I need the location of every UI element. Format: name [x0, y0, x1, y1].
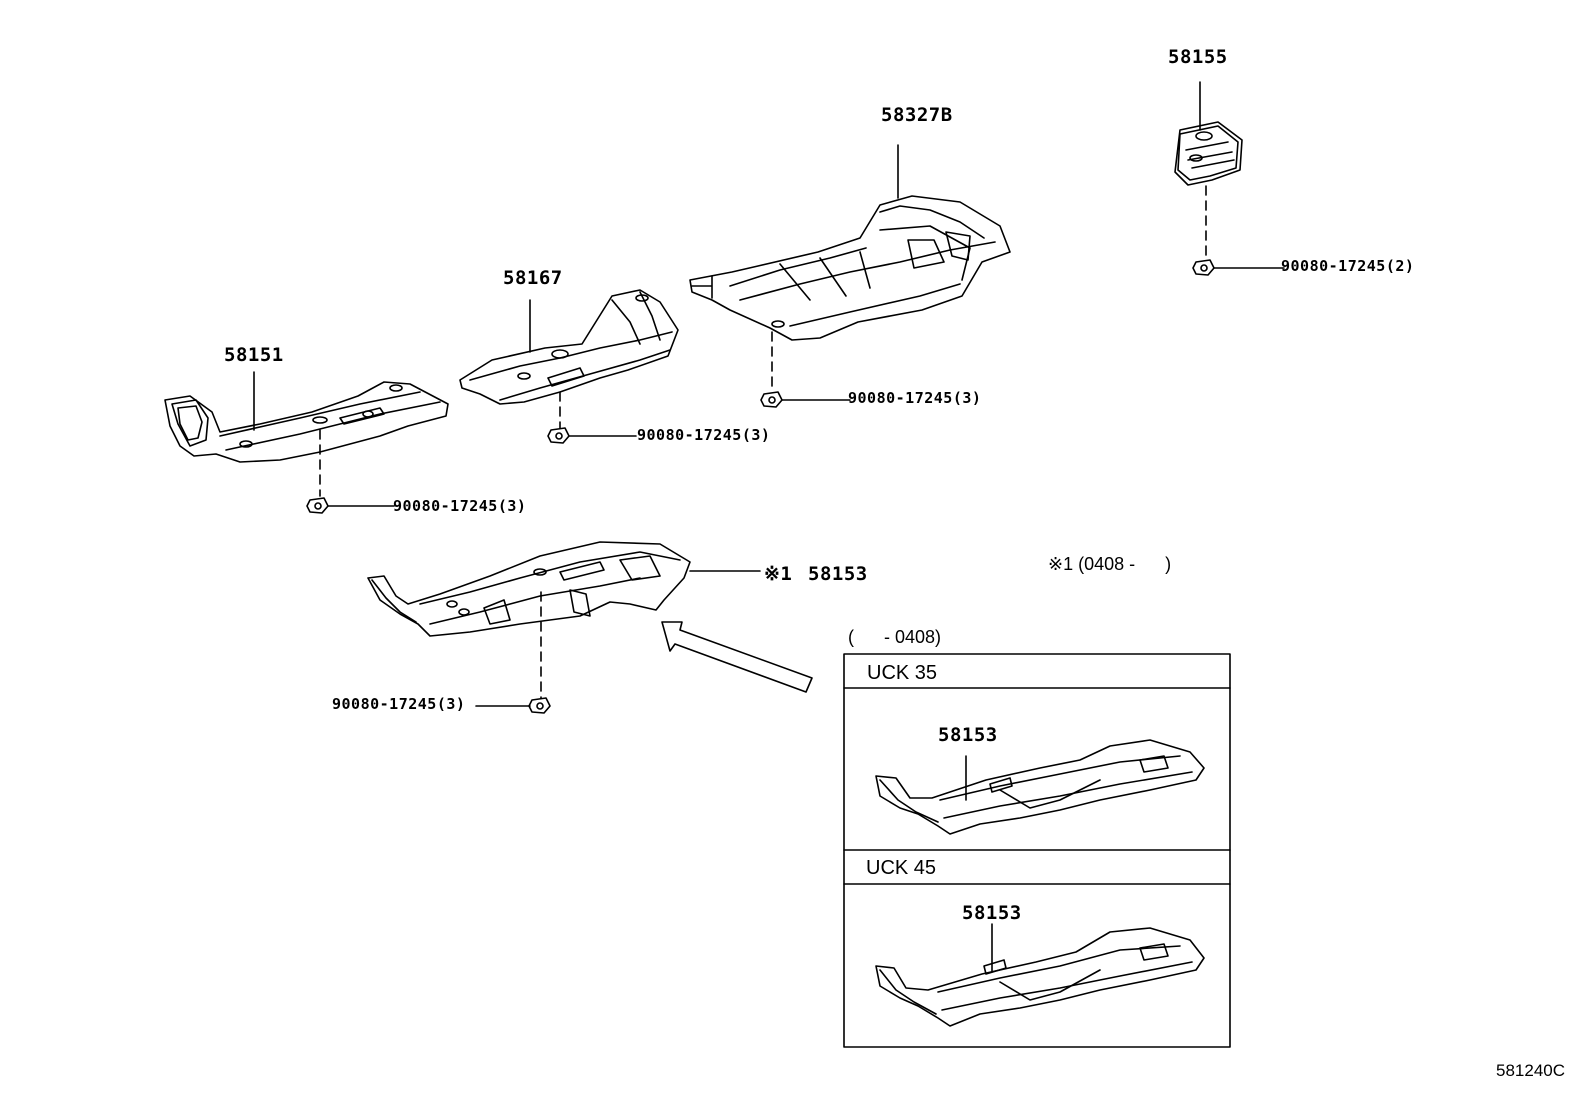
part-58153-uck45-shape — [875, 927, 1205, 1027]
fastener-label-58151[interactable]: 90080-17245(3) — [393, 497, 527, 515]
fastener-label-58167[interactable]: 90080-17245(3) — [637, 426, 771, 444]
part-label-58327b[interactable]: 58327B — [881, 104, 953, 126]
nut-58167 — [547, 427, 570, 444]
variant-title-uck45: UCK 45 — [866, 857, 937, 879]
part-label-58155[interactable]: 58155 — [1168, 46, 1228, 68]
nut-58153 — [528, 697, 551, 714]
arrow-to-58153 — [661, 621, 813, 693]
part-58153-shape — [367, 541, 691, 637]
part-58167-shape — [459, 289, 679, 405]
part-label-58153-uck45[interactable]: 58153 — [962, 902, 1022, 924]
part-label-58151[interactable]: 58151 — [224, 344, 284, 366]
note-range-left: ( - 0408) — [848, 627, 942, 647]
mark-note-1: ※1 — [764, 563, 793, 585]
part-58151-shape — [164, 381, 449, 463]
nut-58155 — [1192, 259, 1215, 276]
part-58155-shape — [1174, 121, 1243, 186]
fastener-label-58327b[interactable]: 90080-17245(3) — [848, 389, 982, 407]
diagram-code: 581240C — [1496, 1061, 1566, 1080]
part-label-58153-uck35[interactable]: 58153 — [938, 724, 998, 746]
part-58327b-shape — [689, 195, 1011, 341]
note-range-right: ※1 (0408 - ) — [1048, 554, 1172, 574]
part-58153-uck35-shape — [875, 739, 1205, 835]
part-label-58153[interactable]: 58153 — [808, 563, 868, 585]
fastener-label-58153[interactable]: 90080-17245(3) — [332, 695, 466, 713]
fastener-label-58155[interactable]: 90080-17245(2) — [1281, 257, 1415, 275]
nut-58151 — [306, 497, 329, 514]
variant-title-uck35: UCK 35 — [867, 662, 938, 684]
part-label-58167[interactable]: 58167 — [503, 267, 563, 289]
nut-58327b — [760, 391, 783, 408]
